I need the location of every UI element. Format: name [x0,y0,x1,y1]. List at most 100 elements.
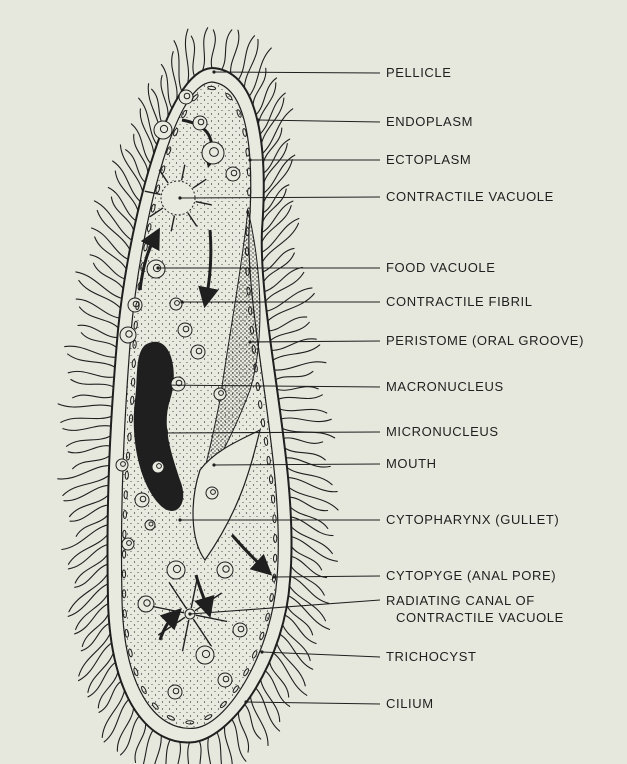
food-vacuole [226,167,240,181]
cilium-hair [161,65,172,109]
food-vacuole [233,623,247,637]
cilium-hair [67,436,111,446]
cilium-hair [288,478,337,492]
label-contractile-vacuole: CONTRACTILE VACUOLE [386,190,554,204]
cilium-hair [267,288,312,311]
cilium-hair [225,726,233,764]
cilium-hair [258,83,276,125]
label-endoplasm: ENDOPLASM [386,115,473,129]
cilium-hair [62,525,108,550]
cilium-hair [238,36,254,80]
leader-line [214,72,380,73]
cilium-hair [199,741,203,764]
food-vacuole [135,493,149,507]
cilium-hair [288,596,329,630]
cilium-hair [191,36,194,76]
cilium-hair [152,736,161,764]
cilium-hair [75,604,109,634]
leader-dot [178,196,181,199]
label-radiating-canal-line2: CONTRACTILE VACUOLE [396,611,564,625]
leader-dot [156,266,159,269]
label-food-vacuole: FOOD VACUOLE [386,261,496,275]
food-vacuole [217,562,233,578]
leader-dot [272,575,275,578]
cilium-hair [70,495,109,516]
label-contractile-fibril: CONTRACTILE FIBRIL [386,295,533,309]
food-vacuole [193,116,207,130]
cilium-hair [276,371,313,379]
cilium-hair [262,201,293,232]
cilium-hair [185,29,188,83]
cilium-hair [222,30,232,70]
label-radiating-canal-line1: RADIATING CANAL OF [386,594,535,608]
leader-dot [244,700,247,703]
food-vacuole [196,646,214,664]
cilium-hair [79,643,112,681]
cilium-hair [185,743,190,764]
cilium-hair [79,307,118,328]
cilium-hair [58,404,112,407]
cilium-hair [95,237,127,269]
label-peristome: PERISTOME (ORAL GROOVE) [386,334,584,348]
leader-dot [248,340,251,343]
cilium-hair [108,188,136,221]
cilium-hair [64,485,109,500]
food-vacuole [214,388,226,400]
cilium-hair [73,395,113,398]
cilium-hair [135,724,146,763]
leader-line [258,120,380,122]
food-vacuole [116,459,128,471]
cilium-hair [68,371,114,377]
cilium-hair [277,387,318,391]
leader-dot [248,158,251,161]
leader-line [246,702,380,704]
cilium-hair [290,497,328,510]
leader-dot [212,70,215,73]
cilium-hair [238,712,248,752]
cilium-hair [283,429,335,438]
food-vacuole [147,260,165,278]
cilium-hair [172,52,177,100]
leader-dot [256,118,259,121]
cilium-hair [97,210,130,249]
cilium-hair [71,380,114,387]
cilium-hair [176,742,180,764]
cilium-hair [245,704,261,739]
label-micronucleus: MICRONUCLEUS [386,425,499,439]
cilium-hair [268,294,315,322]
cilium-hair [280,409,327,413]
cilium-hair [291,566,324,595]
cilium-hair [283,625,311,661]
cilium-hair [68,584,108,616]
cilium-hair [263,185,289,213]
cilium-hair [113,161,141,202]
cilium-hair [115,171,138,211]
food-vacuole [218,673,232,687]
cilium-hair [264,160,293,203]
cilium-hair [63,426,111,431]
cilium-hair [262,219,299,253]
leader-dot [188,612,191,615]
cilium-hair [68,446,110,453]
leader-dot [260,650,263,653]
food-vacuole [171,377,185,391]
cilium-hair [272,339,317,351]
food-vacuole [191,345,205,359]
cilium-hair [81,333,116,348]
cilium-hair [94,201,131,240]
food-vacuole [138,596,154,612]
cilium-hair [61,416,112,422]
food-vacuole [179,90,193,104]
cilium-hair [70,505,108,521]
cilium-hair [231,30,239,73]
food-vacuole [202,142,224,164]
food-vacuole [122,538,134,550]
food-vacuole [178,323,192,337]
cilium-hair [274,362,326,370]
cilium-hair [273,345,320,360]
cilium-hair [76,594,108,630]
cilium-hair [284,438,323,444]
label-cytopharynx: CYTOPHARYNX (GULLET) [386,513,559,527]
cilium-hair [291,556,326,577]
